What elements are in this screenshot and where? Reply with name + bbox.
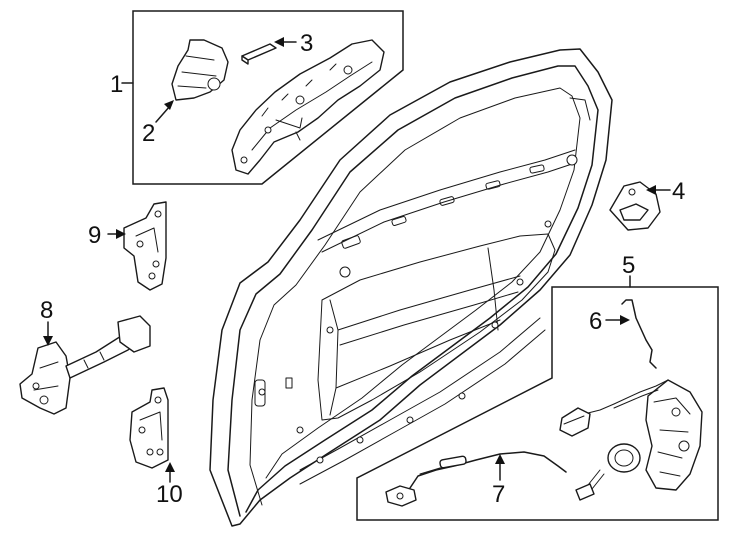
door-check-8: [19, 315, 151, 415]
leader-lines: [43, 37, 671, 483]
callout-4: 4: [672, 178, 685, 205]
door-shell: [209, 48, 613, 527]
group-box-5: [356, 286, 719, 521]
group-box-1: [132, 10, 404, 185]
hinge-lower-10: [129, 387, 169, 469]
callout-1: 1: [110, 71, 123, 98]
lock-rod-6: [621, 299, 657, 369]
latch-assembly-group: [356, 286, 719, 521]
callout-8: 8: [40, 297, 53, 324]
callout-10: 10: [156, 481, 183, 508]
callout-labels: 1 2 3 4 5 6 7 8 9 10: [40, 30, 685, 508]
handle-assembly-group: [132, 10, 404, 185]
callout-6: 6: [589, 308, 602, 335]
hinge-upper-9: [123, 201, 167, 291]
release-cable-7: [405, 451, 567, 495]
callout-9: 9: [88, 222, 101, 249]
door-striker-4: [609, 181, 661, 231]
callout-5: 5: [622, 252, 635, 279]
callout-7: 7: [492, 481, 505, 508]
callout-2: 2: [142, 120, 155, 147]
callout-3: 3: [300, 30, 313, 57]
